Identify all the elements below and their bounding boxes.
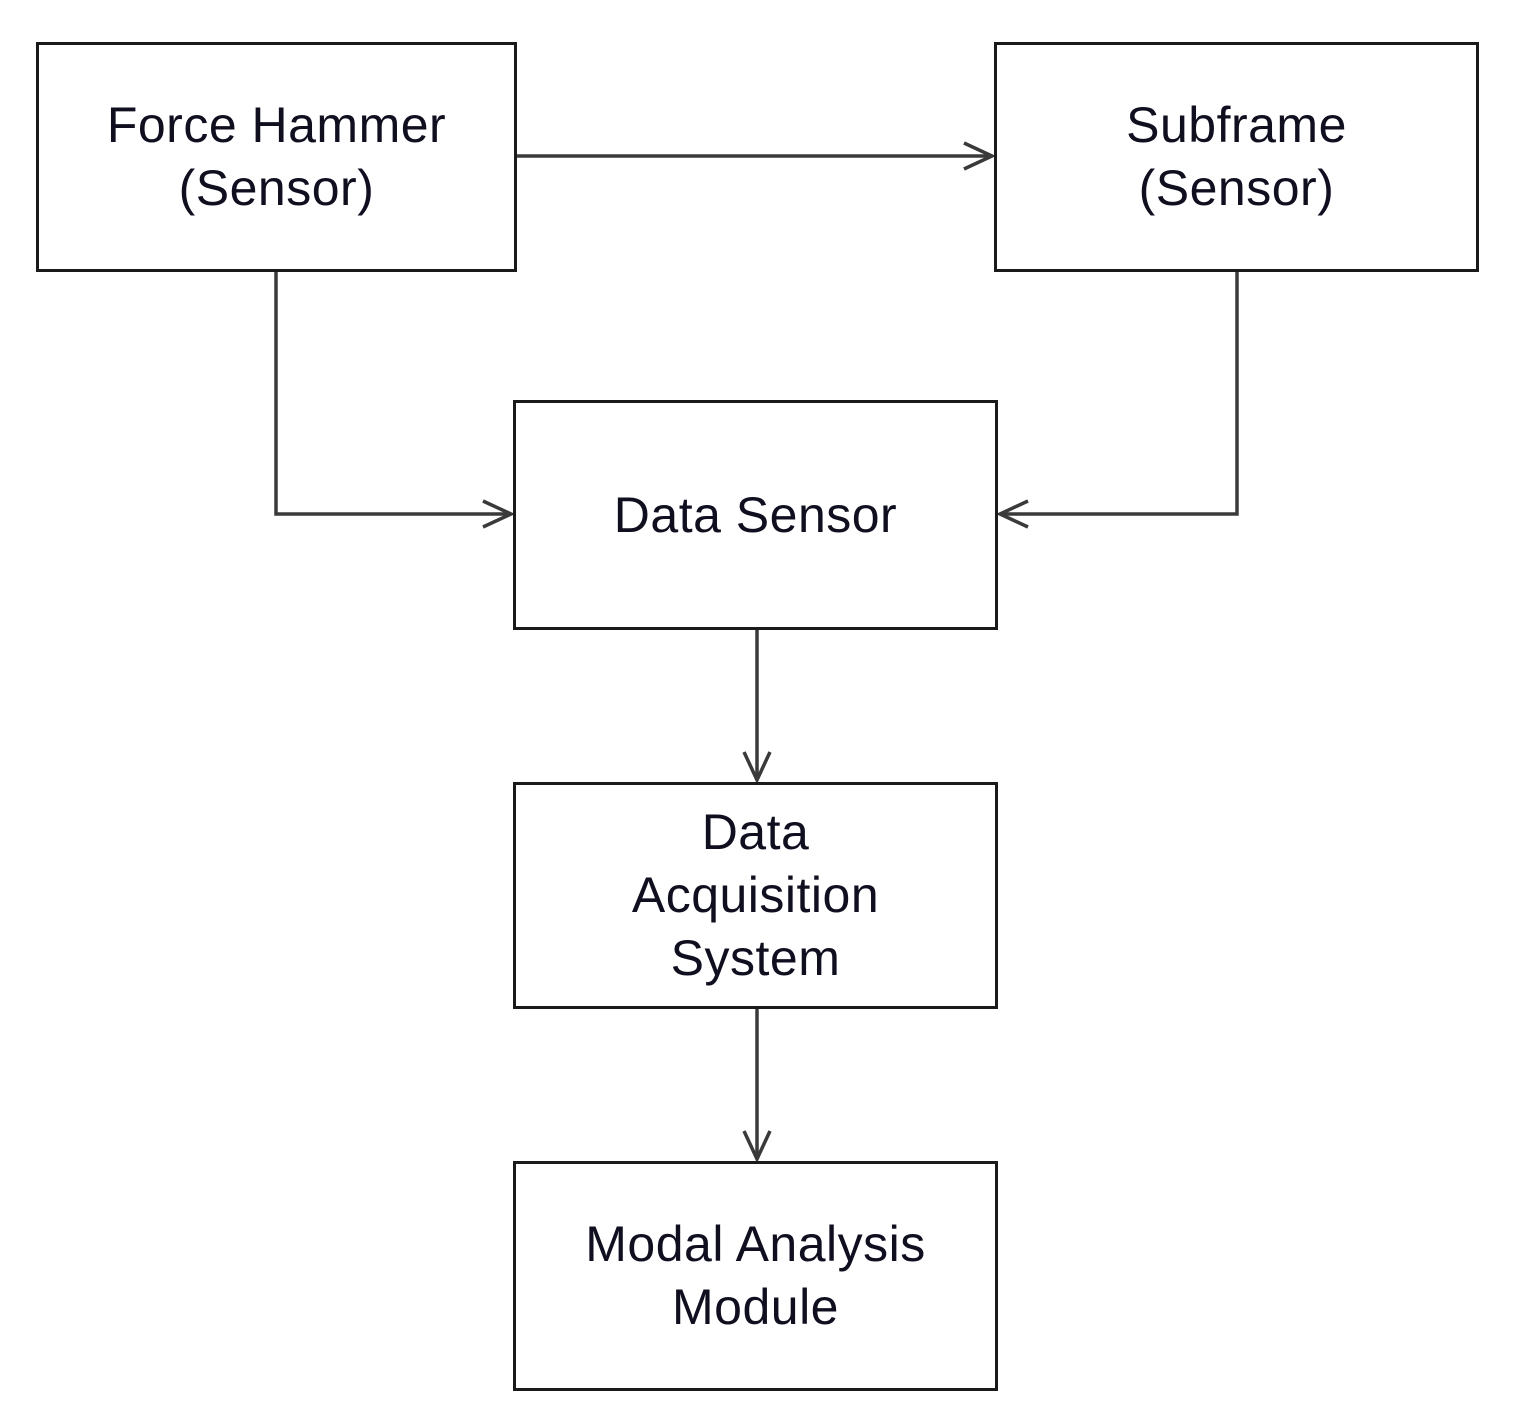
edge-force-hammer-to-subframe [517,141,997,171]
node-subframe: Subframe (Sensor) [994,42,1479,272]
node-subframe-line-1: Subframe [1126,97,1347,153]
node-force-hammer: Force Hammer (Sensor) [36,42,517,272]
node-data-acquisition-system: Data Acquisition System [513,782,998,1009]
edge-data-sensor-to-daq [742,630,772,785]
node-modal-line-1: Modal Analysis [585,1216,926,1272]
node-data-sensor-line-1: Data Sensor [613,486,898,543]
node-daq-line-3: System [670,930,841,986]
node-force-hammer-line-2: (Sensor) [178,160,375,216]
edge-force-hammer-to-data-sensor [274,272,516,529]
node-modal-analysis-module: Modal Analysis Module [513,1161,998,1391]
node-daq-line-1: Data [701,804,810,860]
edge-subframe-to-data-sensor [995,272,1239,529]
node-data-sensor: Data Sensor [513,400,998,630]
node-force-hammer-line-1: Force Hammer [106,97,447,153]
node-subframe-line-2: (Sensor) [1138,160,1335,216]
node-daq-line-2: Acquisition [631,867,880,923]
edge-daq-to-modal-analysis [742,1009,772,1164]
node-modal-line-2: Module [672,1279,839,1335]
